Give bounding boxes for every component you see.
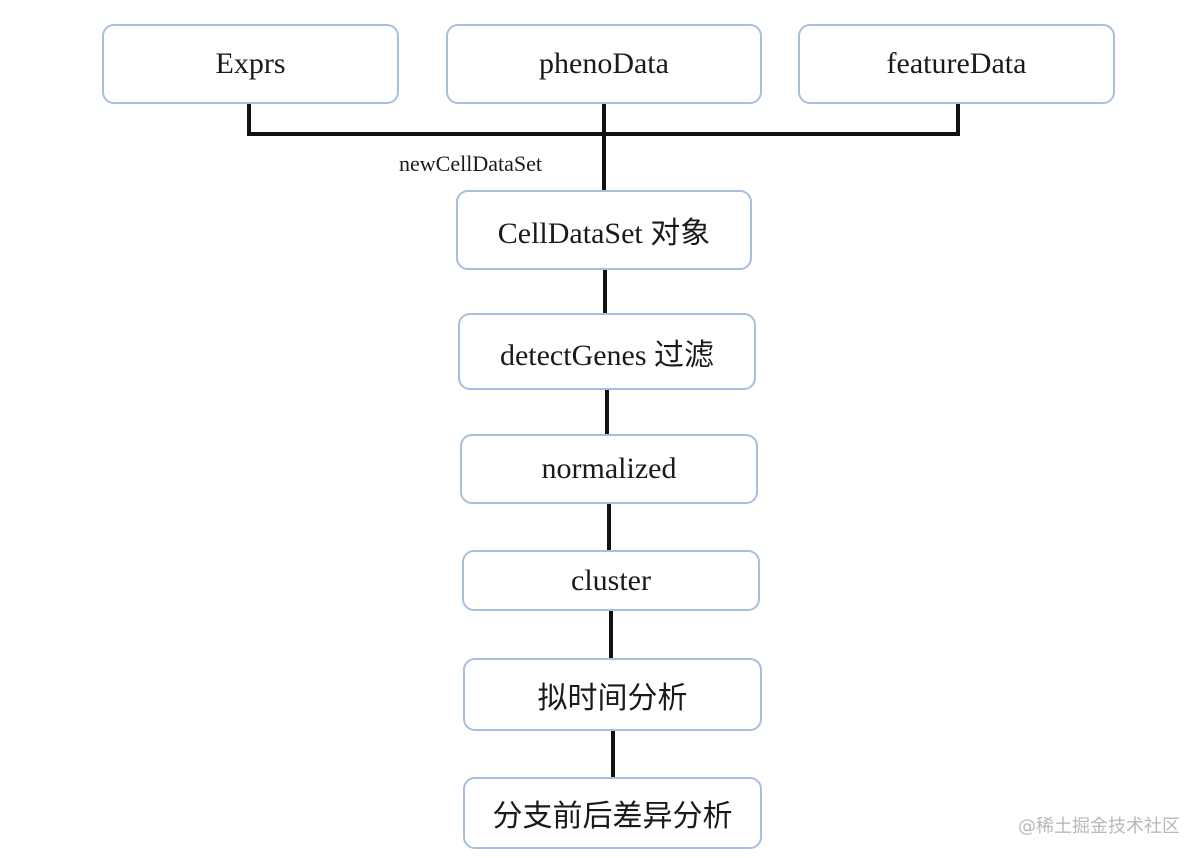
node-branch: 分支前后差异分析 [463,777,762,849]
node-featuredata-label: featureData [886,47,1027,80]
node-pseudotime-label: 拟时间分析 [537,681,688,715]
node-cluster: cluster [462,550,760,611]
node-celldataset-label: CellDataSet 对象 [497,217,711,250]
node-exprs: Exprs [102,24,399,104]
node-detectgenes-label: detectGenes 过滤 [499,338,715,372]
node-phenodata-label: phenoData [539,47,669,80]
node-phenodata: phenoData [446,24,762,104]
node-cluster-label: cluster [571,563,651,597]
node-normalized: normalized [460,434,758,504]
node-branch-label: 分支前后差异分析 [492,800,733,833]
node-celldataset: CellDataSet 对象 [456,190,752,270]
node-exprs-label: Exprs [215,47,286,80]
node-pseudotime: 拟时间分析 [463,658,762,731]
merge-label: newCellDataSet [399,151,542,176]
node-featuredata: featureData [798,24,1115,104]
node-detectgenes: detectGenes 过滤 [458,313,756,390]
node-normalized-label: normalized [541,452,677,485]
watermark-text: @稀土掘金技术社区 [1018,816,1180,837]
